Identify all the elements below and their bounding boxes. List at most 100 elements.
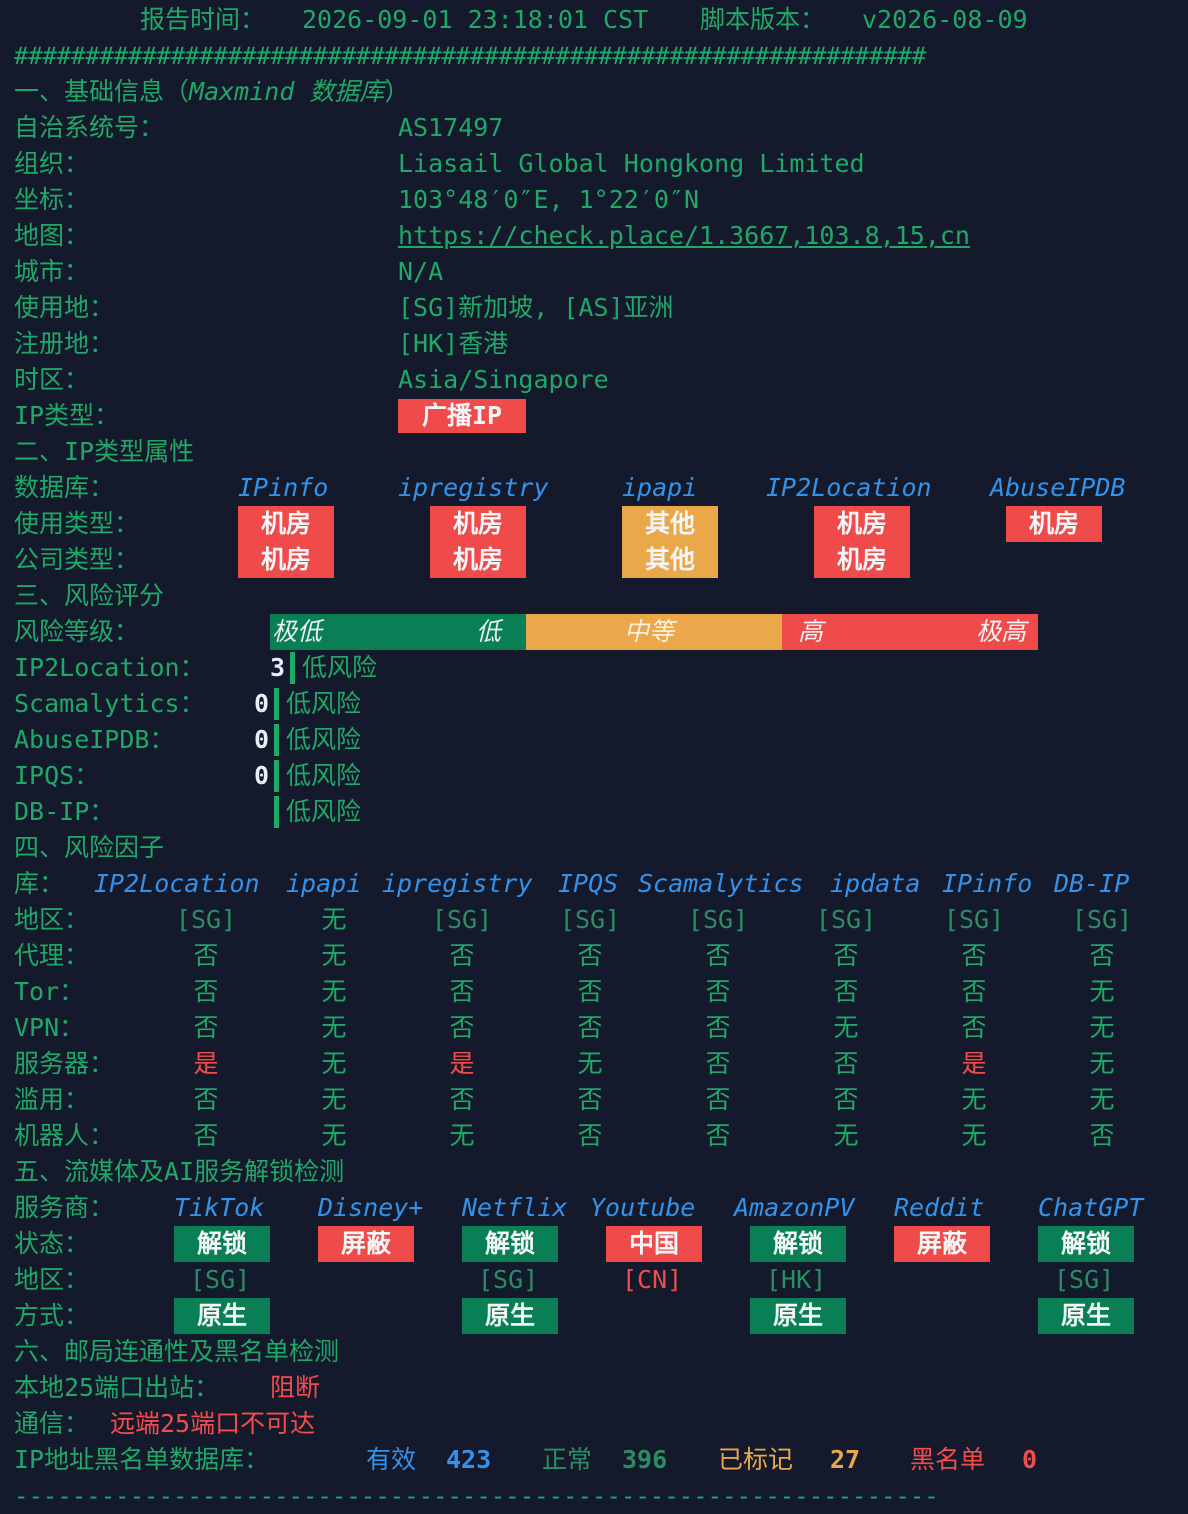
basic-label: 注册地： [14, 329, 115, 358]
factor-value: 无 [961, 1085, 987, 1114]
basic-value: 103°48′0″E, 1°22′0″N [398, 185, 700, 214]
factor-value: 无 [833, 1013, 859, 1042]
risk-text: 低风险 [286, 797, 362, 826]
normal-label: 正常 [542, 1445, 593, 1474]
basic-label: 使用地： [14, 293, 115, 322]
usage-label: 使用类型： [14, 509, 140, 538]
factor-value: 否 [705, 1121, 731, 1150]
factor-value: 无 [577, 1049, 603, 1078]
risk-text: 低风险 [286, 689, 362, 718]
db-name: IP2Location [766, 473, 932, 502]
factor-value: 否 [449, 1013, 475, 1042]
factor-lib-name: IP2Location [94, 869, 260, 898]
section-iptype-title: 二、IP类型属性 [14, 437, 195, 466]
factor-value: 否 [833, 1085, 859, 1114]
factor-lib-name: IPQS [558, 869, 619, 898]
factor-value: 否 [1089, 941, 1115, 970]
section-basic-title: 一、基础信息（Maxmind 数据库） [14, 77, 410, 106]
service-region: [SG] [190, 1265, 251, 1294]
basic-value: [SG]新加坡, [AS]亚洲 [398, 293, 674, 322]
factor-lib-name: IPinfo [942, 869, 1033, 898]
service-status-badge: 中国 [606, 1226, 702, 1262]
risk-bar [274, 724, 279, 756]
factor-value: 否 [705, 941, 731, 970]
risk-score: 0 [254, 725, 270, 754]
port-label: 本地25端口出站： [14, 1373, 220, 1402]
service-name: Disney+ [318, 1193, 424, 1222]
factor-value: 无 [321, 905, 347, 934]
basic-label: IP类型： [14, 401, 120, 430]
factor-value: 无 [449, 1121, 475, 1150]
factor-value: 否 [449, 1085, 475, 1114]
report-time-label: 报告时间： [140, 5, 266, 34]
company-type-badge: 机房 [238, 542, 334, 578]
usage-type-badge: 机房 [1006, 506, 1102, 542]
factor-lib-name: ipapi [286, 869, 362, 898]
factor-value: 否 [961, 941, 987, 970]
factor-value: 否 [193, 1121, 219, 1150]
factor-value: [SG] [687, 905, 749, 934]
service-name: AmazonPV [734, 1193, 855, 1222]
factor-value: 否 [449, 977, 475, 1006]
factor-value: 否 [577, 941, 603, 970]
factor-label: 滥用： [14, 1085, 90, 1114]
port-value: 阻断 [270, 1373, 321, 1402]
risk-source-label: Scamalytics： [14, 689, 205, 718]
service-region: [HK] [766, 1265, 827, 1294]
basic-value: Asia/Singapore [398, 365, 609, 394]
risk-level-label: 风险等级： [14, 617, 140, 646]
basic-label: 坐标： [14, 185, 90, 214]
risk-text: 低风险 [286, 761, 362, 790]
section-factors-title: 四、风险因子 [14, 833, 165, 862]
risk-scale-low: 极低 低 [270, 614, 526, 650]
factor-value: 否 [577, 977, 603, 1006]
valid-count: 423 [446, 1445, 492, 1474]
basic-label: 地图： [14, 221, 90, 250]
usage-type-badge: 机房 [814, 506, 910, 542]
factor-value: 否 [833, 1049, 859, 1078]
factor-lib-name: DB-IP [1054, 869, 1130, 898]
basic-value: Liasail Global Hongkong Limited [398, 149, 865, 178]
factor-value: 无 [1089, 1013, 1115, 1042]
db-name: AbuseIPDB [990, 473, 1126, 502]
risk-score: 3 [270, 653, 286, 682]
service-status-badge: 解锁 [462, 1226, 558, 1262]
marked-label: 已标记 [718, 1445, 794, 1474]
factor-value: 否 [577, 1013, 603, 1042]
basic-value: N/A [398, 257, 444, 286]
usage-type-badge: 机房 [430, 506, 526, 542]
script-version-label: 脚本版本： [700, 5, 826, 34]
factor-value: 无 [321, 1121, 347, 1150]
factor-value: 否 [577, 1085, 603, 1114]
map-link[interactable]: https://check.place/1.3667,103.8,15,cn [398, 221, 970, 250]
factor-label: 服务器： [14, 1049, 115, 1078]
risk-source-label: IP2Location： [14, 653, 205, 682]
risk-source-label: IPQS： [14, 761, 100, 790]
risk-text: 低风险 [302, 653, 378, 682]
basic-label: 自治系统号： [14, 113, 165, 142]
service-name: Reddit [894, 1193, 985, 1222]
risk-scale-medium: 中等 [526, 614, 782, 650]
factor-value: 无 [1089, 1049, 1115, 1078]
factor-value: [SG] [1071, 905, 1133, 934]
dash-divider: ----------------------------------------… [14, 1482, 939, 1510]
factor-label: 代理： [14, 941, 90, 970]
risk-bar [274, 796, 279, 828]
ip-type-badge: 广播IP [398, 399, 526, 433]
factor-value: 否 [577, 1121, 603, 1150]
factor-value: 否 [193, 941, 219, 970]
factor-value: 否 [449, 941, 475, 970]
service-method-badge: 原生 [174, 1298, 270, 1334]
usage-type-badge: 机房 [238, 506, 334, 542]
service-status-badge: 解锁 [750, 1226, 846, 1262]
factor-value: 否 [833, 977, 859, 1006]
factor-value: 无 [1089, 1085, 1115, 1114]
factor-value: 无 [321, 1085, 347, 1114]
blacklist-label: IP地址黑名单数据库： [14, 1445, 270, 1474]
risk-bar [274, 760, 279, 792]
factor-label: VPN： [14, 1013, 85, 1042]
company-label: 公司类型： [14, 545, 140, 574]
method-label: 方式： [14, 1301, 90, 1330]
marked-count: 27 [830, 1445, 861, 1474]
service-region: [SG] [1054, 1265, 1115, 1294]
